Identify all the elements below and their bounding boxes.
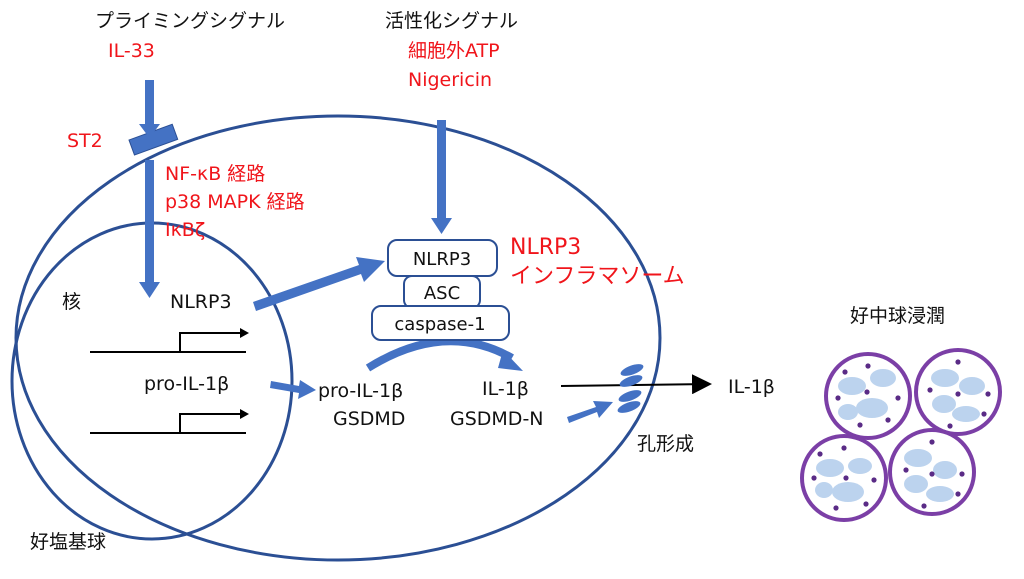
pro-il1b-to-cytoplasm-arrow xyxy=(270,380,316,399)
neutrophil-cluster xyxy=(800,348,1002,522)
neutrophil-2 xyxy=(914,348,1002,436)
cytoplasm-pro-il1b: pro-IL-1β xyxy=(318,380,403,402)
activation-agent-atp: 細胞外ATP xyxy=(408,40,500,62)
inflammasome-box-caspase xyxy=(371,305,510,341)
pore-formation-label: 孔形成 xyxy=(637,433,694,455)
nlrp3-to-inflammasome-arrow xyxy=(253,257,385,311)
cytoplasm-gsdmd: GSDMD xyxy=(333,408,405,430)
neutrophil-3 xyxy=(800,434,888,522)
neutrophil-1 xyxy=(824,352,912,440)
neutrophil-4 xyxy=(888,428,976,516)
basophil-cell-membrane xyxy=(14,114,662,562)
gene-nlrp3-promoter xyxy=(90,328,249,353)
nucleus-gene-pro-il1b: pro-IL-1β xyxy=(144,373,229,395)
priming-signal-title: プライミングシグナル xyxy=(95,10,285,32)
gsdmdn-to-pore-arrow xyxy=(567,401,613,423)
basophil-label: 好塩基球 xyxy=(30,531,106,553)
il1b-release-arrow xyxy=(560,374,712,395)
pore-symbol xyxy=(617,364,644,413)
receptor-st2-label: ST2 xyxy=(67,130,103,152)
priming-agent-il33: IL-33 xyxy=(108,40,155,62)
activation-agent-nigericin: Nigericin xyxy=(408,69,492,91)
caspase-cleavage-arrow xyxy=(365,337,523,372)
neutrophil-infiltration-title: 好中球浸潤 xyxy=(850,305,945,327)
inflammasome-name-line-2: インフラマソーム xyxy=(510,264,685,289)
pathway-p38-mapk: p38 MAPK 経路 xyxy=(165,191,305,213)
inflammasome-caspase-label: caspase-1 xyxy=(394,314,485,335)
pathway-nfkb: NF-κB 経路 xyxy=(165,163,265,185)
inflammasome-asc-label: ASC xyxy=(424,283,460,304)
released-il1b-label: IL-1β xyxy=(728,376,775,398)
priming-arrow-top xyxy=(139,80,160,138)
activation-signal-title: 活性化シグナル xyxy=(385,10,518,32)
pathway-ikbz: IκBζ xyxy=(165,219,205,241)
cytoplasm-il1b: IL-1β xyxy=(482,378,529,400)
inflammasome-nlrp3-label: NLRP3 xyxy=(413,249,471,270)
inflammasome-name-line-1: NLRP3 xyxy=(510,235,581,260)
nucleus-label: 核 xyxy=(62,291,81,313)
activation-arrow xyxy=(431,120,452,234)
gene-pro-il1b-promoter xyxy=(90,409,249,434)
cytoplasm-gsdmd-n: GSDMD-N xyxy=(450,408,544,430)
priming-arrow-into-nucleus xyxy=(139,160,160,298)
nucleus-gene-nlrp3: NLRP3 xyxy=(170,291,232,313)
